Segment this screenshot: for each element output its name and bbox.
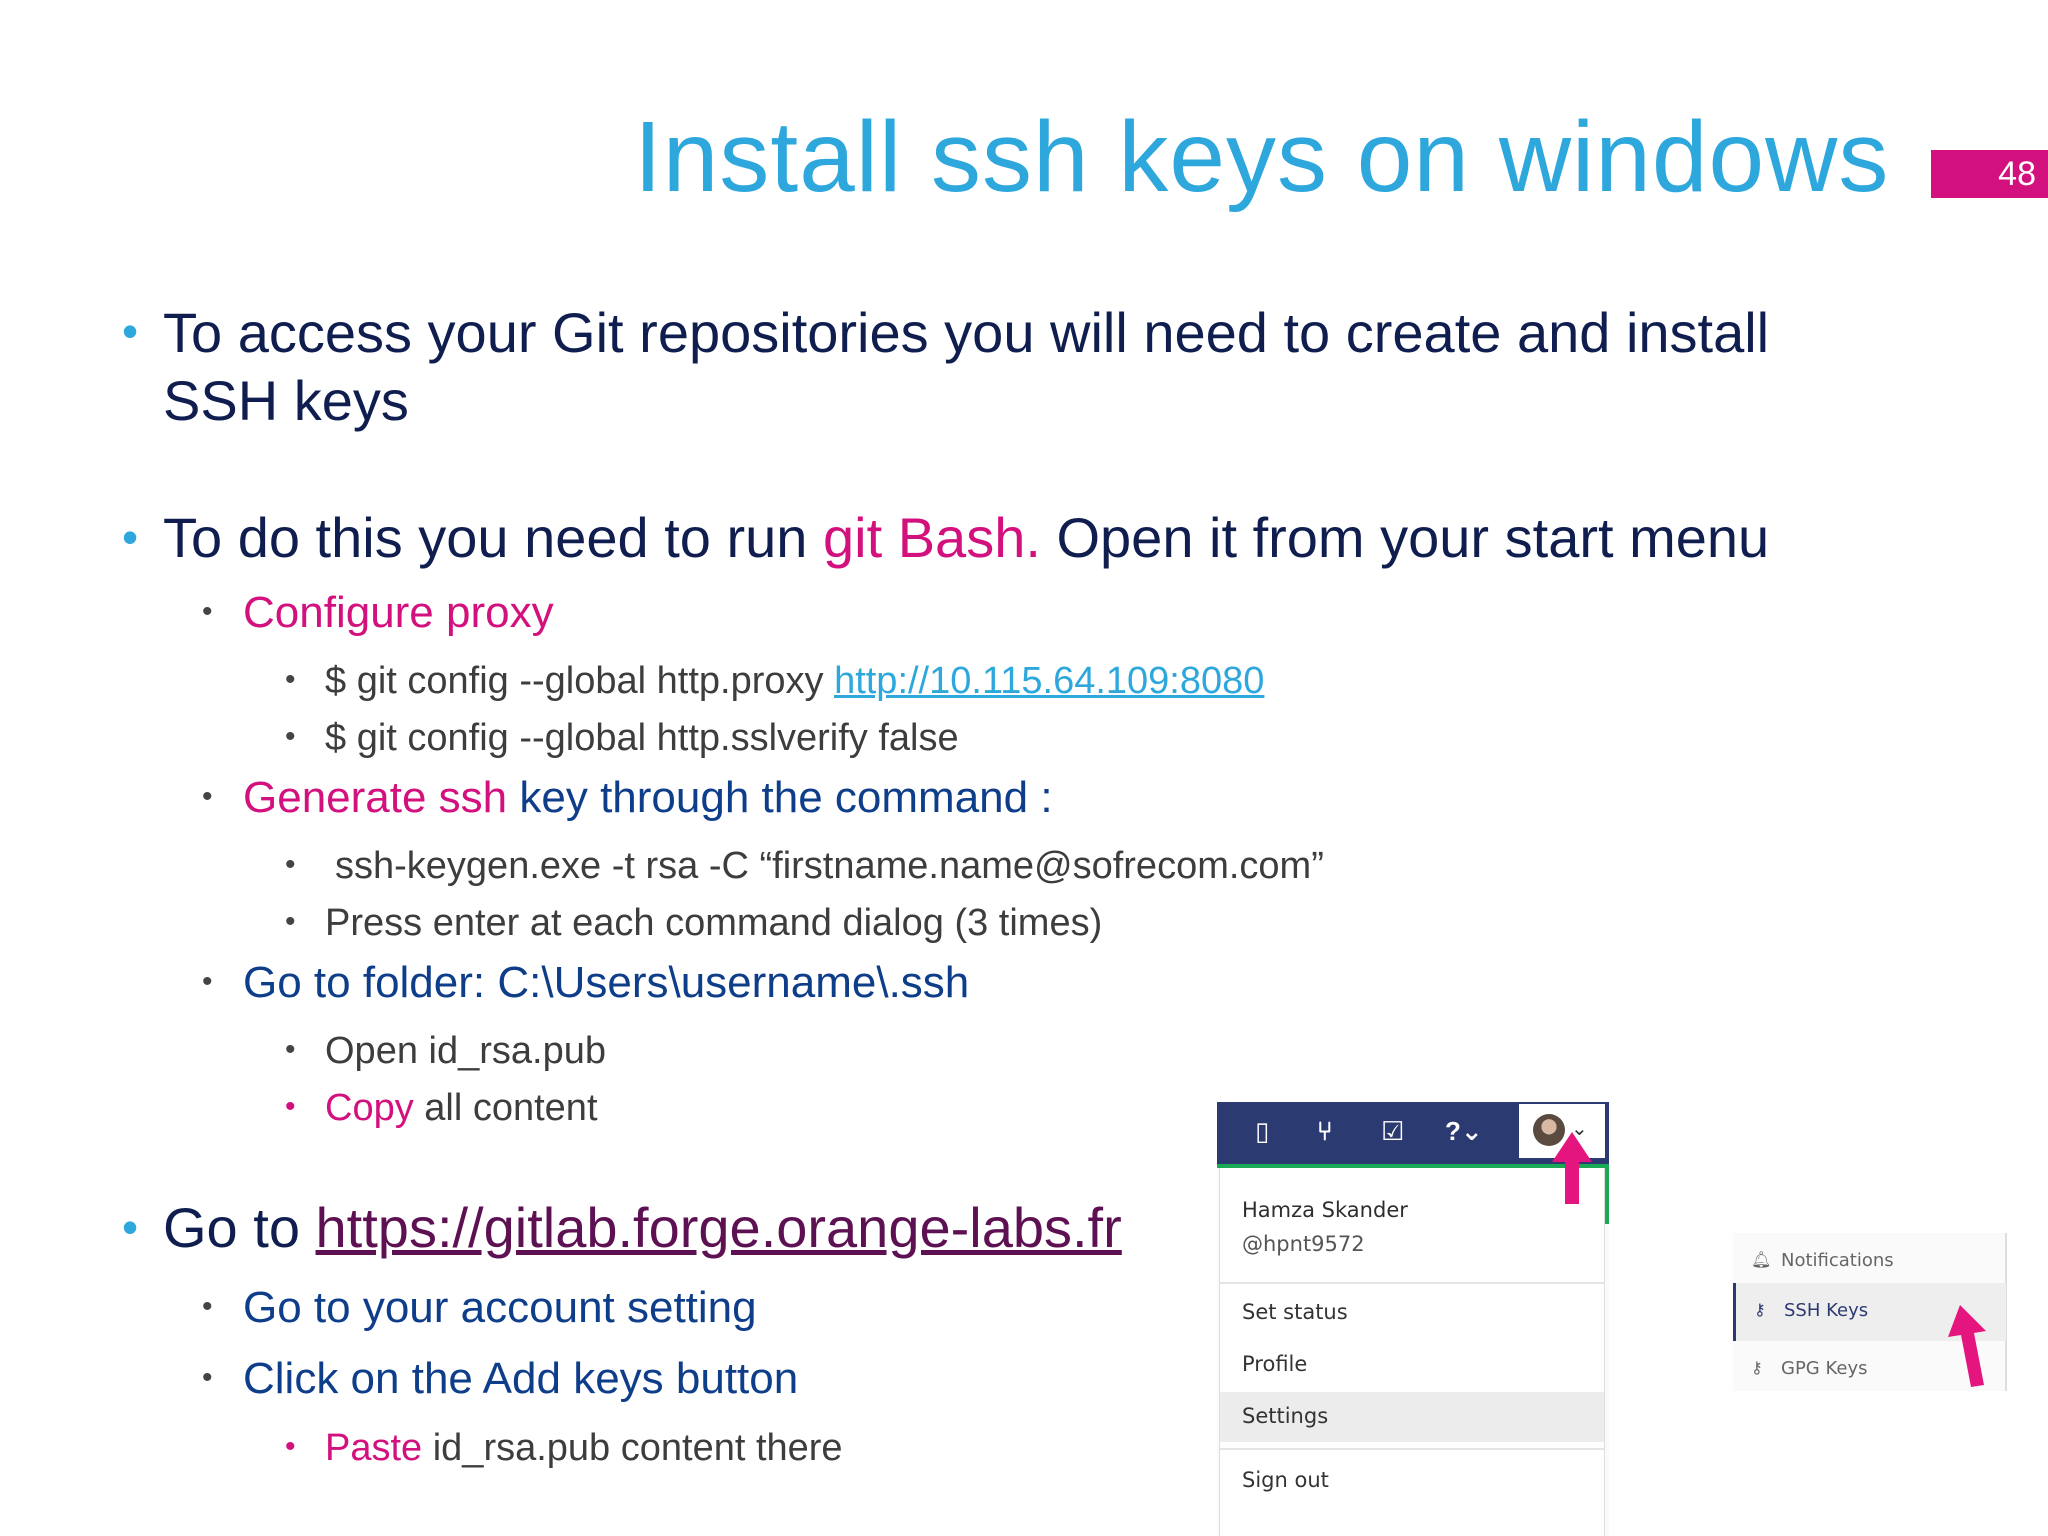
bullet-dot: • xyxy=(202,1361,213,1394)
bullet-dot: • xyxy=(122,511,139,563)
menu-item-sign-out[interactable]: Sign out xyxy=(1242,1468,1329,1492)
bullet-text-git-bash: To do this you need to run git Bash. Ope… xyxy=(163,506,1770,569)
paste-content-text: Paste id_rsa.pub content there xyxy=(325,1427,843,1469)
bullet-dot: • xyxy=(202,595,213,628)
sslverify-command: $ git config --global http.sslverify fal… xyxy=(325,717,959,759)
gitlab-url-link[interactable]: https://gitlab.forge.orange-labs.fr xyxy=(315,1196,1122,1259)
menu-item-profile[interactable]: Profile xyxy=(1242,1352,1308,1376)
divider xyxy=(1220,1282,1604,1284)
press-enter-text: Press enter at each command dialog (3 ti… xyxy=(325,902,1103,944)
active-indicator xyxy=(1605,1164,1609,1224)
bullet-text-access: To access your Git repositories you will… xyxy=(163,301,1770,364)
slide-title: Install ssh keys on windows xyxy=(634,101,1890,213)
divider xyxy=(1220,1448,1604,1450)
key-icon: ⚷ xyxy=(1754,1300,1766,1319)
copy-content-text: Copy all content xyxy=(325,1087,598,1129)
keygen-command: ssh-keygen.exe -t rsa -C “firstname.name… xyxy=(335,845,1324,887)
goto-gitlab-text: Go to https://gitlab.forge.orange-labs.f… xyxy=(163,1196,1122,1259)
bullet-dot: • xyxy=(202,1290,213,1323)
issues-icon[interactable]: ▯ xyxy=(1255,1116,1270,1146)
user-handle: @hpnt9572 xyxy=(1242,1232,1365,1256)
user-dropdown-menu: Hamza Skander @hpnt9572 Set status Profi… xyxy=(1219,1168,1605,1536)
pointer-arrow-icon xyxy=(1948,1305,1986,1387)
bullet-dot: • xyxy=(285,720,296,753)
configure-proxy-text: Configure proxy xyxy=(243,588,554,637)
bullet-dot: • xyxy=(122,1201,139,1253)
bell-icon: 🔔︎ xyxy=(1751,1250,1772,1269)
gitlab-navbar: ▯ ⑂ ☑ ?⌄ ⌄ xyxy=(1217,1102,1609,1168)
open-pub-text: Open id_rsa.pub xyxy=(325,1030,606,1072)
bullet-dot: • xyxy=(202,780,213,813)
avatar xyxy=(1533,1114,1565,1146)
menu-item-settings[interactable]: Settings xyxy=(1220,1392,1604,1442)
slide-number: 48 xyxy=(1931,150,2048,198)
bullet-dot: • xyxy=(122,305,139,357)
proxy-command: $ git config --global http.proxy http://… xyxy=(325,660,1265,702)
gitlab-dropdown-screenshot: ▯ ⑂ ☑ ?⌄ ⌄ Hamza Skander @hpnt9572 Set s… xyxy=(1217,1102,1609,1536)
chevron-down-icon: ⌄ xyxy=(1571,1118,1588,1140)
bullet-dot: • xyxy=(285,663,296,696)
sidebar-item-gpg-keys[interactable]: ⚷ GPG Keys xyxy=(1751,1358,1868,1379)
sidebar-item-notifications[interactable]: 🔔︎ Notifications xyxy=(1751,1250,1894,1271)
help-icon[interactable]: ?⌄ xyxy=(1445,1116,1483,1146)
bullet-dot: • xyxy=(202,965,213,998)
bullet-text-ssh-keys: SSH keys xyxy=(163,369,409,432)
bullet-dot: • xyxy=(285,1033,296,1066)
generate-ssh-text: Generate ssh key through the command : xyxy=(243,773,1053,822)
bullet-dot: • xyxy=(285,1090,296,1123)
bullet-dot: • xyxy=(285,848,296,881)
key-icon: ⚷ xyxy=(1751,1358,1763,1377)
menu-item-set-status[interactable]: Set status xyxy=(1242,1300,1348,1324)
merge-request-icon[interactable]: ⑂ xyxy=(1317,1116,1333,1146)
account-setting-text: Go to your account setting xyxy=(243,1283,757,1332)
goto-folder-text: Go to folder: C:\Users\username\.ssh xyxy=(243,958,970,1007)
pointer-arrow-icon xyxy=(1552,1132,1592,1204)
bullet-dot: • xyxy=(285,905,296,938)
proxy-url-link[interactable]: http://10.115.64.109:8080 xyxy=(834,660,1265,702)
settings-side-menu: 🔔︎ Notifications ⚷ SSH Keys ⚷ GPG Keys xyxy=(1733,1233,2007,1391)
todo-icon[interactable]: ☑ xyxy=(1381,1116,1405,1146)
add-keys-text: Click on the Add keys button xyxy=(243,1354,799,1403)
user-name: Hamza Skander xyxy=(1242,1198,1408,1222)
bullet-dot: • xyxy=(285,1430,296,1463)
